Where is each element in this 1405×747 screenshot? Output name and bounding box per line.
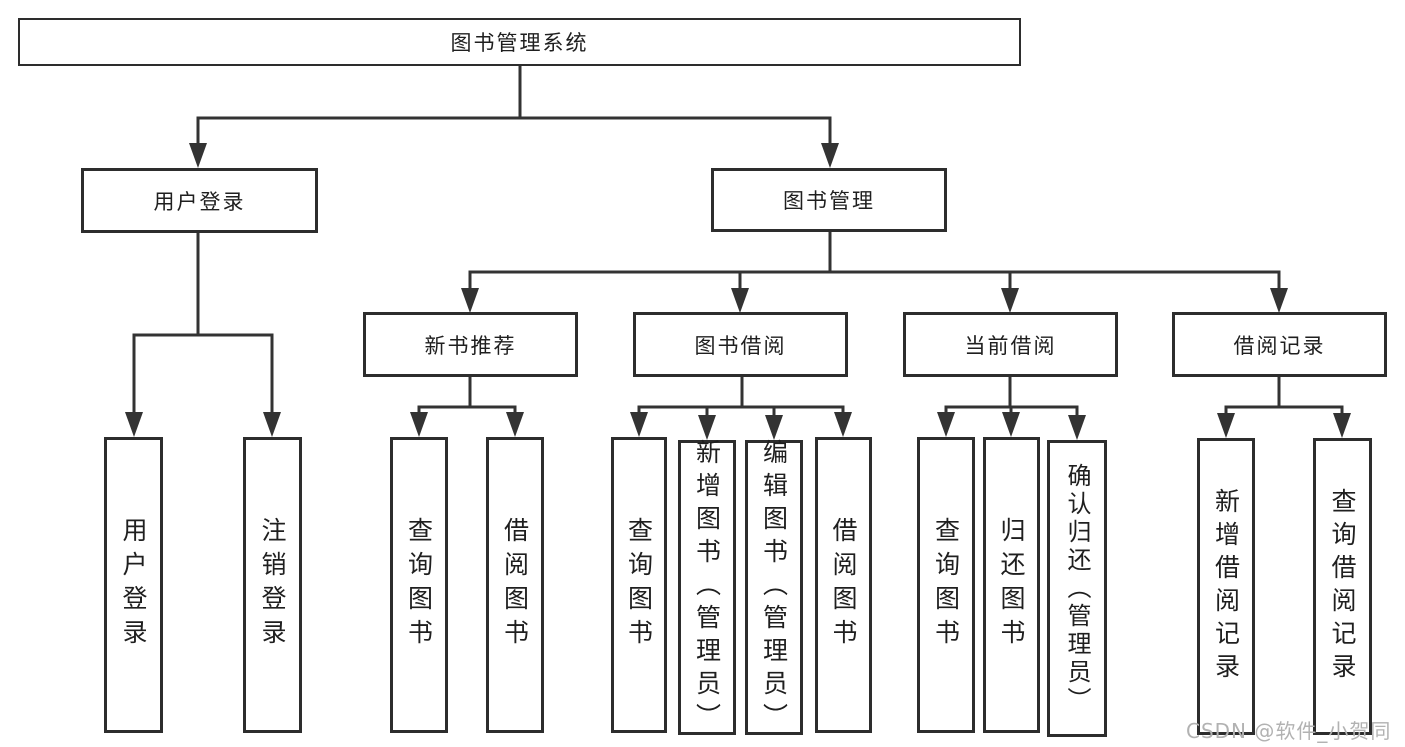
arrowhead: [1001, 288, 1019, 313]
connector-user-login-to-leaves: [125, 233, 281, 437]
leaf-query-borrow-record: 查询借阅记录: [1313, 438, 1372, 735]
connector-new-book-recommend-to-leaves: [410, 377, 524, 437]
arrowhead: [765, 415, 783, 440]
leaf-edit-books-admin: 编辑图书（管理员）: [745, 439, 803, 736]
connector-current-borrowing-to-leaves: [937, 377, 1086, 440]
node-borrowing-records: 借阅记录: [1172, 312, 1387, 377]
arrowhead: [125, 412, 143, 437]
arrowhead: [1217, 413, 1235, 438]
arrowhead: [1270, 288, 1288, 313]
leaf-query-books-recommend: 查询图书: [390, 437, 448, 733]
connector-borrowing-records-to-leaves: [1217, 377, 1351, 438]
leaf-query-books-current: 查询图书: [917, 437, 975, 733]
arrowhead: [461, 288, 479, 313]
leaf-query-books-borrowing: 查询图书: [611, 437, 667, 733]
arrowhead: [698, 415, 716, 440]
arrowhead: [821, 143, 839, 168]
node-current-borrowing: 当前借阅: [903, 312, 1118, 377]
node-root: 图书管理系统: [18, 18, 1021, 66]
connector-book-borrowing-to-leaves: [630, 377, 852, 440]
leaf-logout: 注销登录: [243, 437, 302, 733]
node-book-management: 图书管理: [711, 168, 947, 232]
node-book-borrowing: 图书借阅: [633, 312, 848, 377]
connector-root-to-level2: [189, 66, 839, 168]
arrowhead: [506, 412, 524, 437]
arrowhead: [731, 288, 749, 313]
arrowhead: [937, 412, 955, 437]
leaf-borrow-books-recommend: 借阅图书: [486, 437, 544, 733]
connector-book-management-to-level3: [461, 232, 1288, 313]
node-user-login: 用户登录: [81, 168, 318, 233]
leaf-add-borrow-record: 新增借阅记录: [1197, 438, 1255, 735]
arrowhead: [1002, 412, 1020, 437]
arrowhead: [410, 412, 428, 437]
arrowhead: [263, 412, 281, 437]
leaf-return-books: 归还图书: [983, 437, 1040, 733]
leaf-add-books-admin: 新增图书（管理员）: [678, 439, 736, 736]
arrowhead: [1333, 413, 1351, 438]
node-new-book-recommend: 新书推荐: [363, 312, 578, 377]
leaf-borrow-books-borrowing: 借阅图书: [815, 437, 872, 733]
leaf-confirm-return-admin: 确认归还（管理员）: [1047, 440, 1107, 737]
leaf-user-login: 用户登录: [104, 437, 163, 733]
csdn-watermark: CSDN @软件_小贺同学: [1186, 719, 1392, 743]
arrowhead: [834, 412, 852, 437]
arrowhead: [630, 412, 648, 437]
arrowhead: [189, 143, 207, 168]
arrowhead: [1068, 415, 1086, 440]
